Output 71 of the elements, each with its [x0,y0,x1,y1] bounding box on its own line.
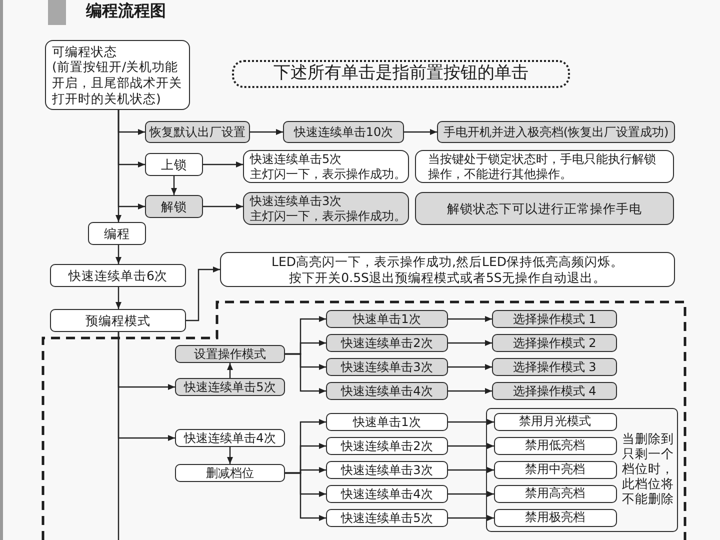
arrow [203,204,243,210]
arrow [285,353,326,394]
note-box [220,252,675,287]
process-box: 快速连续单击2次 [326,437,448,455]
process-box: 快速连续单击4次 [175,429,285,447]
process-box: 快速连续单击3次 [326,358,448,376]
arrow [116,245,122,264]
process-box: 恢复默认出厂设置 [145,121,250,143]
arrow [448,443,494,449]
arrow [285,472,326,521]
process-box: 快速连续单击4次 [326,485,448,503]
process-box: 快速连续单击10次 [283,121,404,143]
process-box: 禁用月光模式 [494,412,617,431]
process-box: 设置操作模式 [175,345,285,363]
arrow [116,110,122,222]
note-text: 快速连续单击5次 [250,152,342,166]
arrow [448,388,492,394]
title: 编程流程图 [86,1,166,20]
arrow [227,447,233,464]
process-box: 上锁 [145,153,203,176]
process-box: 快速单击1次 [326,310,448,328]
note-box [243,192,409,225]
process-box: 快速连续单击5次 [175,378,285,396]
process-box: 快速连续单击5次 [326,509,448,527]
process-box: 选择操作模式 3 [492,358,617,376]
body-text: (前置按钮开/关机功能开启，且尾部战术开关打开时的关机状态) [52,59,183,106]
process-box: 删减档位 [175,464,285,482]
arrow [448,316,492,322]
group-box [486,408,678,532]
process-box: 编程 [88,222,146,245]
arrow [203,162,243,168]
arrow [448,515,494,521]
process-box: 禁用高亮档 [494,484,617,503]
note-text: 当删除到只剩一个档位时，此档位将不能删除 [622,431,675,506]
arrow [448,340,492,346]
arrow [448,491,494,497]
note-box: 下述所有单击是指前置按钮的单击 [232,60,570,88]
process-box: 预编程模式 [50,309,186,332]
note-text: LED高亮闪一下，表示操作成功,然后LED保持低亮高频闪烁。 [272,254,624,270]
arrow [116,287,122,309]
process-box: 选择操作模式 4 [492,382,617,400]
note-text: 按下开关0.5S退出预编程模式或者5S无操作自动退出。 [289,270,606,286]
heading-text: 可编程状态 [52,44,117,60]
note-box: 当按键处于锁定状态时，手电只能执行解锁操作，不能进行其他操作。 [415,150,674,183]
note-box [243,150,409,183]
note-text: 主灯闪一下，表示操作成功。 [250,166,406,182]
arrow [186,266,220,322]
process-box: 禁用极亮档 [494,508,617,527]
process-box: 快速单击1次 [326,413,448,431]
note-text: 快速连续单击3次 [250,194,342,208]
process-box: 快速连续单击4次 [326,382,448,400]
process-box: 解锁 [145,195,203,218]
process-box [45,40,190,110]
arrow [250,129,283,135]
arrow [448,419,494,425]
process-box: 禁用中亮档 [494,460,617,479]
arrow [404,129,437,135]
process-box: 快速连续单击3次 [326,461,448,479]
process-box: 禁用低亮档 [494,436,617,455]
arrow [171,176,177,195]
process-box: 快速连续单击2次 [326,334,448,352]
note-box: 解锁状态下可以进行正常操作手电 [415,192,674,225]
connector-line [118,332,120,540]
process-box: 选择操作模式 1 [492,310,617,328]
arrow [227,363,233,378]
arrow [448,467,494,473]
process-box: 选择操作模式 2 [492,334,617,352]
process-box: 手电开机并进入极亮档(恢复出厂设置成功) [437,121,675,143]
process-box: 快速连续单击6次 [50,264,186,287]
note-text: 主灯闪一下，表示操作成功。 [250,208,406,224]
arrow [448,364,492,370]
